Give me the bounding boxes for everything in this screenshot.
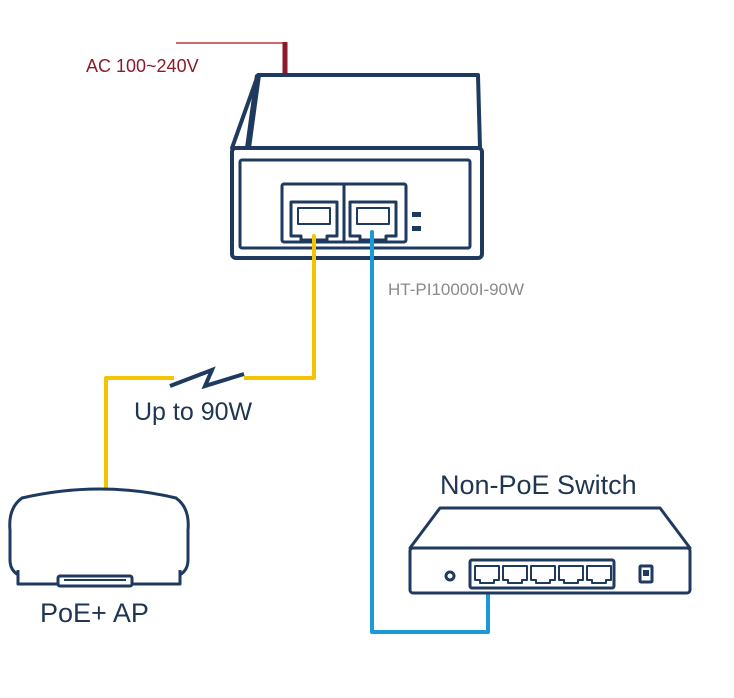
poe-access-point — [8, 487, 190, 588]
switch-power-led — [444, 570, 456, 582]
poe-injector — [230, 73, 484, 260]
non-poe-switch — [408, 506, 692, 595]
data-cable — [370, 232, 490, 634]
switch-label: Non-PoE Switch — [440, 470, 637, 500]
ac-power-cable — [176, 42, 288, 78]
injector-led-1 — [412, 212, 421, 217]
lightning-bolt-icon — [169, 366, 245, 390]
access-point-label: PoE+ AP — [40, 598, 149, 628]
injector-poe-port — [289, 200, 339, 242]
poe-cable — [104, 236, 316, 488]
injector-model-label: HT-PI10000I-90W — [388, 280, 525, 299]
injector-led-2 — [412, 226, 421, 231]
ac-input-label: AC 100~240V — [86, 56, 199, 76]
switch-ports — [474, 565, 612, 584]
injector-data-port — [348, 200, 398, 242]
power-budget-label: Up to 90W — [134, 398, 253, 426]
